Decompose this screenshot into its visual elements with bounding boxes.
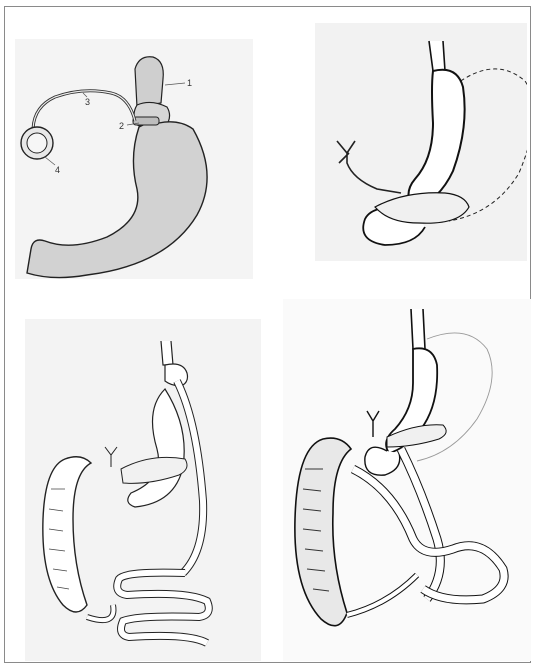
small-bowel [117, 573, 209, 643]
celiac-vessels [337, 141, 401, 193]
label-3: 3 [85, 97, 90, 107]
remnant-stomach [128, 389, 184, 507]
esophagus [161, 341, 173, 365]
common-channel [347, 575, 417, 615]
celiac-vessels [105, 447, 117, 467]
band [133, 117, 159, 125]
sleeve-illustration [315, 23, 527, 261]
panel-roux-en-y [25, 319, 261, 661]
esophagus [135, 57, 163, 107]
label-2: 2 [119, 121, 124, 131]
roux-en-y-illustration [25, 319, 261, 661]
duodenal-switch-illustration [283, 299, 531, 661]
label-1: 1 [187, 78, 192, 88]
gastric-sleeve [408, 70, 464, 209]
panel-duodenal-switch [283, 299, 531, 661]
label-4: 4 [55, 165, 60, 175]
stomach [27, 122, 207, 278]
figure-frame: 1 2 3 4 [4, 6, 531, 663]
gastric-band-illustration: 1 2 3 4 [15, 39, 253, 279]
celiac-vessels [367, 411, 379, 437]
esophagus [411, 309, 425, 349]
colon [295, 438, 351, 626]
esophagus [429, 41, 445, 71]
panel-sleeve-gastrectomy [315, 23, 527, 261]
panel-gastric-band: 1 2 3 4 [15, 39, 253, 279]
